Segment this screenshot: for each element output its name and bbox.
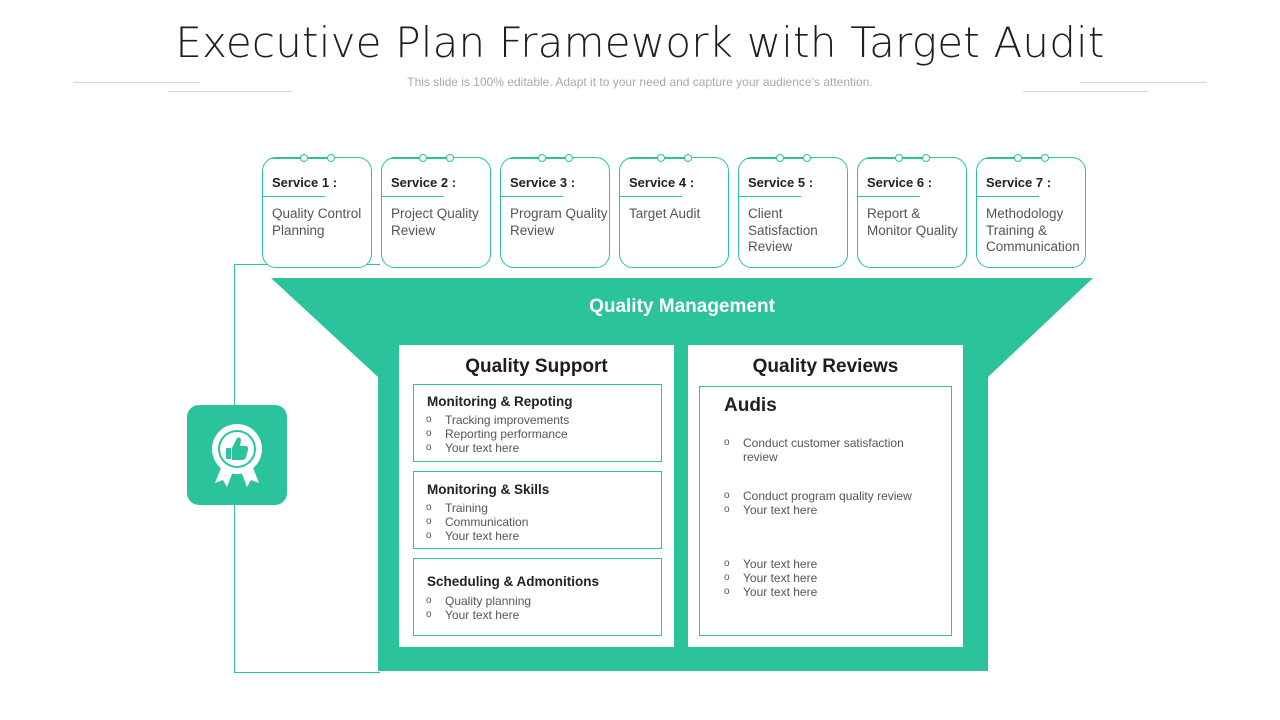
decor-line xyxy=(1081,82,1206,83)
box-title: Audis xyxy=(724,395,777,416)
connector-dot xyxy=(546,154,573,162)
service-label: Service 2 : xyxy=(391,175,457,190)
box-title: Scheduling & Admonitions xyxy=(427,574,599,589)
list-item: Your text here xyxy=(426,608,531,622)
connector-dot xyxy=(784,154,811,162)
list-item: Quality planning xyxy=(426,594,531,608)
divider xyxy=(501,196,563,197)
support-box-3: Scheduling & Admonitions Quality plannin… xyxy=(413,558,662,636)
quality-support-panel: Quality Support Monitoring & Repoting Tr… xyxy=(399,345,674,647)
list-item: Communication xyxy=(426,515,528,529)
service-card-7[interactable]: Service 7 : Methodology Training & Commu… xyxy=(976,154,1086,268)
service-description: Target Audit xyxy=(629,206,701,221)
connector-dot xyxy=(1022,154,1049,162)
funnel-title: Quality Management xyxy=(589,296,775,317)
connector-dot xyxy=(390,154,427,162)
connector-dot xyxy=(308,154,335,162)
decor-line xyxy=(1023,91,1148,92)
quality-reviews-panel: Quality Reviews Audis Conduct customer s… xyxy=(688,345,963,647)
service-description: Client Satisfaction Review xyxy=(748,206,818,254)
list-item: Your text here xyxy=(724,585,924,599)
page-title: Executive Plan Framework with Target Aud… xyxy=(175,18,1105,67)
connector-dot xyxy=(271,154,308,162)
service-description: Report & Monitor Quality xyxy=(867,206,958,238)
box-title: Monitoring & Repoting xyxy=(427,394,573,409)
panel-title: Quality Support xyxy=(465,356,608,377)
list-item: Your text here xyxy=(724,503,924,517)
support-box-1: Monitoring & Repoting Tracking improveme… xyxy=(413,384,662,462)
list-item: Your text here xyxy=(426,529,528,543)
bullet-list: Quality planning Your text here xyxy=(426,594,531,622)
divider xyxy=(263,196,325,197)
list-item: Your text here xyxy=(724,571,924,585)
connector-dot xyxy=(509,154,546,162)
list-item: Conduct customer satisfaction review xyxy=(724,436,924,464)
list-item: Tracking improvements xyxy=(426,413,569,427)
service-label: Service 5 : xyxy=(748,175,814,190)
service-description: Methodology Training & Communication xyxy=(986,206,1080,254)
service-card-5[interactable]: Service 5 : Client Satisfaction Review xyxy=(738,154,848,268)
connector-dot xyxy=(866,154,903,162)
list-item: Conduct program quality review xyxy=(724,489,924,503)
service-card-6[interactable]: Service 6 : Report & Monitor Quality xyxy=(857,154,967,268)
service-label: Service 7 : xyxy=(986,175,1052,190)
divider xyxy=(858,196,920,197)
list-item: Reporting performance xyxy=(426,427,569,441)
decor-line xyxy=(74,82,199,83)
bullet-list: Training Communication Your text here xyxy=(426,501,528,543)
connector-dot xyxy=(985,154,1022,162)
funnel-body xyxy=(271,278,1093,671)
divider xyxy=(977,196,1039,197)
service-card-1[interactable]: Service 1 : Quality Control Planning xyxy=(262,154,372,268)
bullet-list: Conduct customer satisfaction review xyxy=(724,436,924,464)
divider xyxy=(382,196,444,197)
award-badge xyxy=(187,405,287,505)
award-thumbs-up-icon xyxy=(212,424,262,487)
connector-dot xyxy=(903,154,930,162)
service-label: Service 1 : xyxy=(272,175,338,190)
service-label: Service 6 : xyxy=(867,175,933,190)
bullet-list: Tracking improvements Reporting performa… xyxy=(426,413,569,455)
reviews-box: Audis Conduct customer satisfaction revi… xyxy=(699,386,952,636)
service-description: Project Quality Review xyxy=(391,206,479,238)
service-description: Program Quality Review xyxy=(510,206,608,238)
connector-dot xyxy=(427,154,454,162)
connector-dot xyxy=(628,154,665,162)
connector-dot xyxy=(665,154,692,162)
list-item: Your text here xyxy=(724,557,924,571)
bullet-list: Your text here Your text here Your text … xyxy=(724,557,924,599)
service-card-2[interactable]: Service 2 : Project Quality Review xyxy=(381,154,491,268)
list-item: Training xyxy=(426,501,528,515)
page-subtitle: This slide is 100% editable. Adapt it to… xyxy=(407,75,873,89)
list-item: Your text here xyxy=(426,441,569,455)
box-title: Monitoring & Skills xyxy=(427,482,550,497)
service-card-4[interactable]: Service 4 : Target Audit xyxy=(619,154,729,268)
service-label: Service 4 : xyxy=(629,175,695,190)
service-label: Service 3 : xyxy=(510,175,576,190)
divider xyxy=(739,196,801,197)
support-box-2: Monitoring & Skills Training Communicati… xyxy=(413,471,662,549)
connector-dot xyxy=(747,154,784,162)
service-description: Quality Control Planning xyxy=(272,206,362,238)
decor-line xyxy=(168,91,293,92)
connector-link xyxy=(234,264,262,265)
panel-title: Quality Reviews xyxy=(752,356,899,377)
divider xyxy=(620,196,682,197)
bullet-list: Conduct program quality review Your text… xyxy=(724,489,924,517)
service-card-3[interactable]: Service 3 : Program Quality Review xyxy=(500,154,610,268)
